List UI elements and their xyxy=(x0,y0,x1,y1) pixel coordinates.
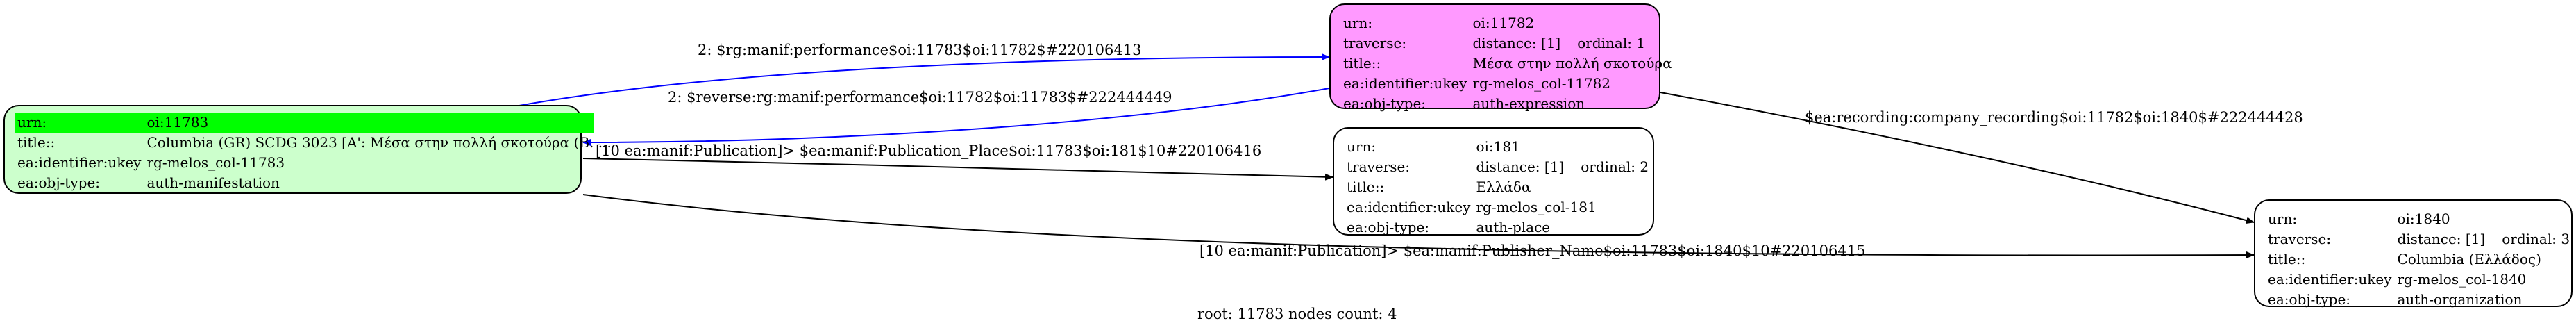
node-expression[interactable]: urn: oi:11782 traverse: distance: [1] ord… xyxy=(1329,3,1672,112)
obj-type-row: ea:obj-type: auth-manifestation xyxy=(15,173,594,193)
title-row: title:: Columbia (Ελλάδος) xyxy=(2265,249,2573,270)
urn-row: urn: oi:11782 xyxy=(1340,13,1675,33)
identifier-value: rg-melos_col-1840 xyxy=(2397,271,2527,288)
edge-publication-place xyxy=(582,158,1333,181)
urn-key: urn: xyxy=(15,113,144,133)
identifier-value: rg-melos_col-11783 xyxy=(146,154,285,171)
traverse-row: traverse: distance: [1] ordinal: 2 xyxy=(1344,157,1651,177)
identifier-row: ea:identifier:ukey rg-melos_col-11782 xyxy=(1340,74,1675,94)
ordinal-value: ordinal: 3 xyxy=(2502,231,2570,247)
edge-label-company-recording: $ea:recording:company_recording$oi:11782… xyxy=(1805,109,2303,126)
node-manifestation[interactable]: urn: oi:11783 title:: Columbia (GR) SCDG… xyxy=(3,105,612,194)
edge-label-publication-place: [10 ea:manif:Publication]> $ea:manif:Pub… xyxy=(596,142,1262,159)
urn-key: urn: xyxy=(1347,138,1377,155)
obj-type-value: auth-expression xyxy=(1472,95,1585,112)
urn-key: urn: xyxy=(1343,15,1373,31)
distance-value: distance: [1] xyxy=(1476,158,1565,175)
urn-value: oi:11783 xyxy=(144,113,594,133)
edge-label-performance: 2: $rg:manif:performance$oi:11783$oi:117… xyxy=(698,42,1142,58)
urn-key: urn: xyxy=(2268,211,2298,227)
obj-type-key: ea:obj-type: xyxy=(1347,219,1430,236)
identifier-key: ea:identifier:ukey xyxy=(17,154,142,171)
identifier-row: ea:identifier:ukey rg-melos_col-1840 xyxy=(2265,270,2573,290)
obj-type-value: auth-place xyxy=(1476,219,1551,236)
graph-footer: root: 11783 nodes count: 4 xyxy=(1197,306,1397,322)
obj-type-value: auth-organization xyxy=(2397,291,2523,308)
title-row: title:: Μέσα στην πολλή σκοτούρα xyxy=(1340,53,1675,74)
identifier-key: ea:identifier:ukey xyxy=(1343,75,1467,92)
obj-type-key: ea:obj-type: xyxy=(2268,291,2351,308)
identifier-row: ea:identifier:ukey rg-melos_col-11783 xyxy=(15,153,594,173)
obj-type-key: ea:obj-type: xyxy=(17,174,101,191)
obj-type-row: ea:obj-type: auth-place xyxy=(1344,217,1651,238)
identifier-row: ea:identifier:ukey rg-melos_col-181 xyxy=(1344,197,1651,217)
ordinal-value: ordinal: 2 xyxy=(1581,158,1649,175)
traverse-row: traverse: distance: [1] ordinal: 1 xyxy=(1340,33,1675,53)
traverse-key: traverse: xyxy=(1343,35,1407,51)
urn-value: oi:1840 xyxy=(2397,211,2450,227)
title-value: Μέσα στην πολλή σκοτούρα xyxy=(1472,55,1672,72)
title-key: title:: xyxy=(17,134,56,151)
edge-publisher-name xyxy=(582,194,2255,259)
distance-value: distance: [1] xyxy=(1472,35,1561,51)
edge-reverse-performance xyxy=(582,88,1330,146)
urn-value: oi:181 xyxy=(1476,138,1520,155)
identifier-key: ea:identifier:ukey xyxy=(2268,271,2392,288)
edge-label-publisher-name: [10 ea:manif:Publication]> $ea:manif:Pub… xyxy=(1199,242,1866,259)
edge-label-reverse-performance: 2: $reverse:rg:manif:performance$oi:1178… xyxy=(668,89,1172,106)
urn-row: urn: oi:181 xyxy=(1344,137,1651,157)
identifier-value: rg-melos_col-181 xyxy=(1476,199,1597,215)
identifier-key: ea:identifier:ukey xyxy=(1347,199,1471,215)
traverse-row: traverse: distance: [1] ordinal: 3 xyxy=(2265,229,2573,249)
title-value: Ελλάδα xyxy=(1476,179,1531,195)
obj-type-key: ea:obj-type: xyxy=(1343,95,1426,112)
title-value: Columbia (Ελλάδος) xyxy=(2397,251,2541,267)
urn-row: urn: oi:1840 xyxy=(2265,209,2573,229)
edge-performance xyxy=(499,53,1330,110)
title-key: title:: xyxy=(1343,55,1381,72)
title-value: Columbia (GR) SCDG 3023 [A': Μέσα στην π… xyxy=(146,134,612,151)
node-organization[interactable]: urn: oi:1840 traverse: distance: [1] ordi… xyxy=(2254,199,2573,310)
distance-value: distance: [1] xyxy=(2397,231,2486,247)
title-row: title:: Ελλάδα xyxy=(1344,177,1651,197)
obj-type-row: ea:obj-type: auth-expression xyxy=(1340,94,1675,114)
obj-type-value: auth-manifestation xyxy=(146,174,280,191)
title-key: title:: xyxy=(2268,251,2306,267)
identifier-value: rg-melos_col-11782 xyxy=(1472,75,1611,92)
traverse-key: traverse: xyxy=(1347,158,1411,175)
urn-row: urn: oi:11783 xyxy=(15,113,594,133)
title-row: title:: Columbia (GR) SCDG 3023 [A': Μέσ… xyxy=(15,133,612,153)
edge-company-recording xyxy=(1660,92,2255,224)
node-place[interactable]: urn: oi:181 traverse: distance: [1] ordin… xyxy=(1333,127,1654,236)
traverse-key: traverse: xyxy=(2268,231,2332,247)
ordinal-value: ordinal: 1 xyxy=(1577,35,1646,51)
obj-type-row: ea:obj-type: auth-organization xyxy=(2265,290,2573,310)
title-key: title:: xyxy=(1347,179,1385,195)
urn-value: oi:11782 xyxy=(1472,15,1535,31)
